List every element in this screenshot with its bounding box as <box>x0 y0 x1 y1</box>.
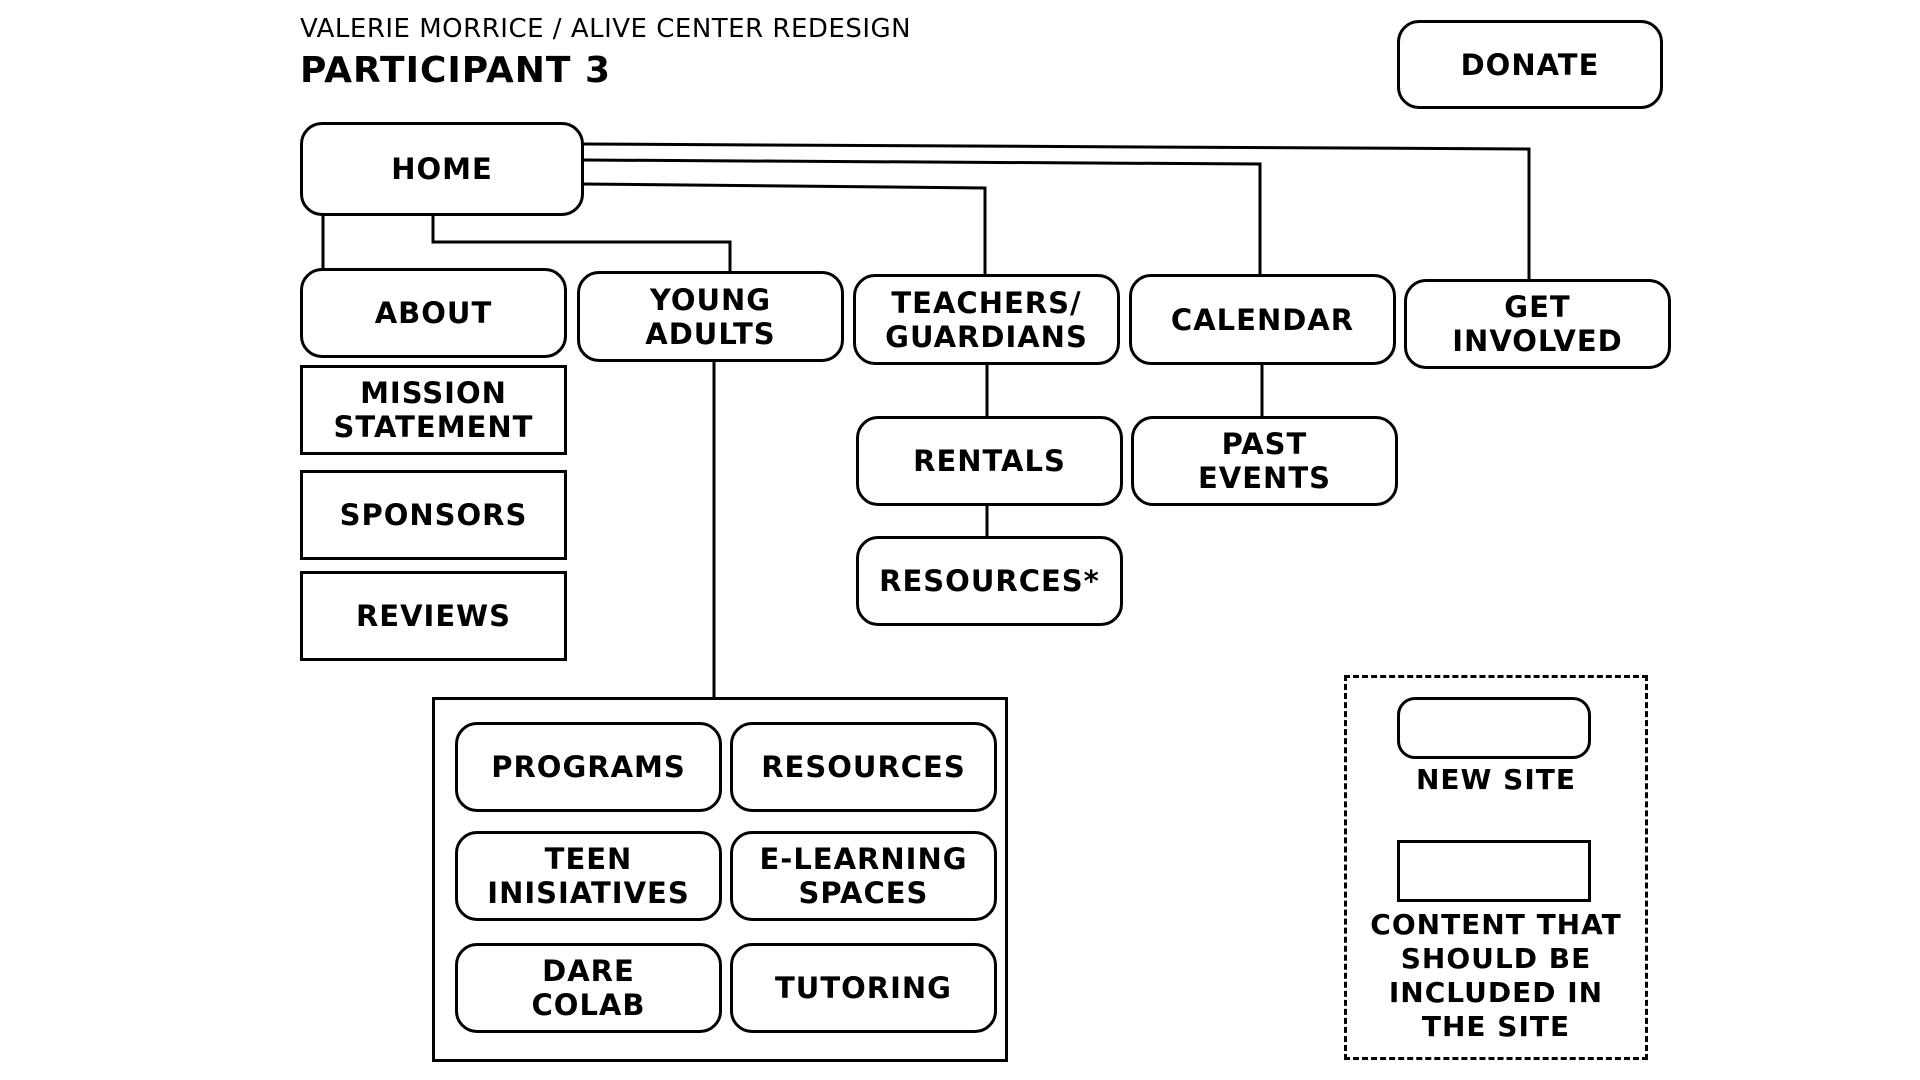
legend-new-site-swatch <box>1397 697 1591 759</box>
node-e-learning-spaces: E-LEARNING SPACES <box>730 831 997 921</box>
node-tutoring: TUTORING <box>730 943 997 1033</box>
node-young-adults: YOUNG ADULTS <box>577 271 844 362</box>
page-subtitle: VALERIE MORRICE / ALIVE CENTER REDESIGN <box>300 14 912 44</box>
young-adults-group <box>432 697 1008 1062</box>
legend-content-swatch <box>1397 840 1591 902</box>
node-resources: RESOURCES <box>730 722 997 812</box>
node-home: HOME <box>300 122 584 216</box>
node-sponsors: SPONSORS <box>300 470 567 560</box>
node-about: ABOUT <box>300 268 567 358</box>
connector-home-get-involved <box>582 142 1531 281</box>
connector-home-young-adults <box>431 214 732 273</box>
page-title: PARTICIPANT 3 <box>300 50 612 91</box>
node-calendar: CALENDAR <box>1129 274 1396 365</box>
node-dare-colab: DARE COLAB <box>455 943 722 1033</box>
node-reviews: REVIEWS <box>300 571 567 661</box>
node-donate: DONATE <box>1397 20 1663 109</box>
legend-new-site-label: NEW SITE <box>1415 763 1576 796</box>
legend: NEW SITE CONTENT THAT SHOULD BE INCLUDED… <box>1344 675 1648 1060</box>
node-programs: PROGRAMS <box>455 722 722 812</box>
node-mission-statement: MISSION STATEMENT <box>300 365 567 455</box>
node-teen-inisiatives: TEEN INISIATIVES <box>455 831 722 921</box>
connector-home-calendar <box>582 158 1262 276</box>
connector-home-teachers <box>582 182 987 276</box>
node-resources-star: RESOURCES* <box>856 536 1123 626</box>
node-get-involved: GET INVOLVED <box>1404 279 1671 369</box>
node-rentals: RENTALS <box>856 416 1123 506</box>
legend-content-label: CONTENT THAT SHOULD BE INCLUDED IN THE S… <box>1370 908 1622 1043</box>
node-past-events: PAST EVENTS <box>1131 416 1398 506</box>
node-teachers-guardians: TEACHERS/ GUARDIANS <box>853 274 1120 365</box>
